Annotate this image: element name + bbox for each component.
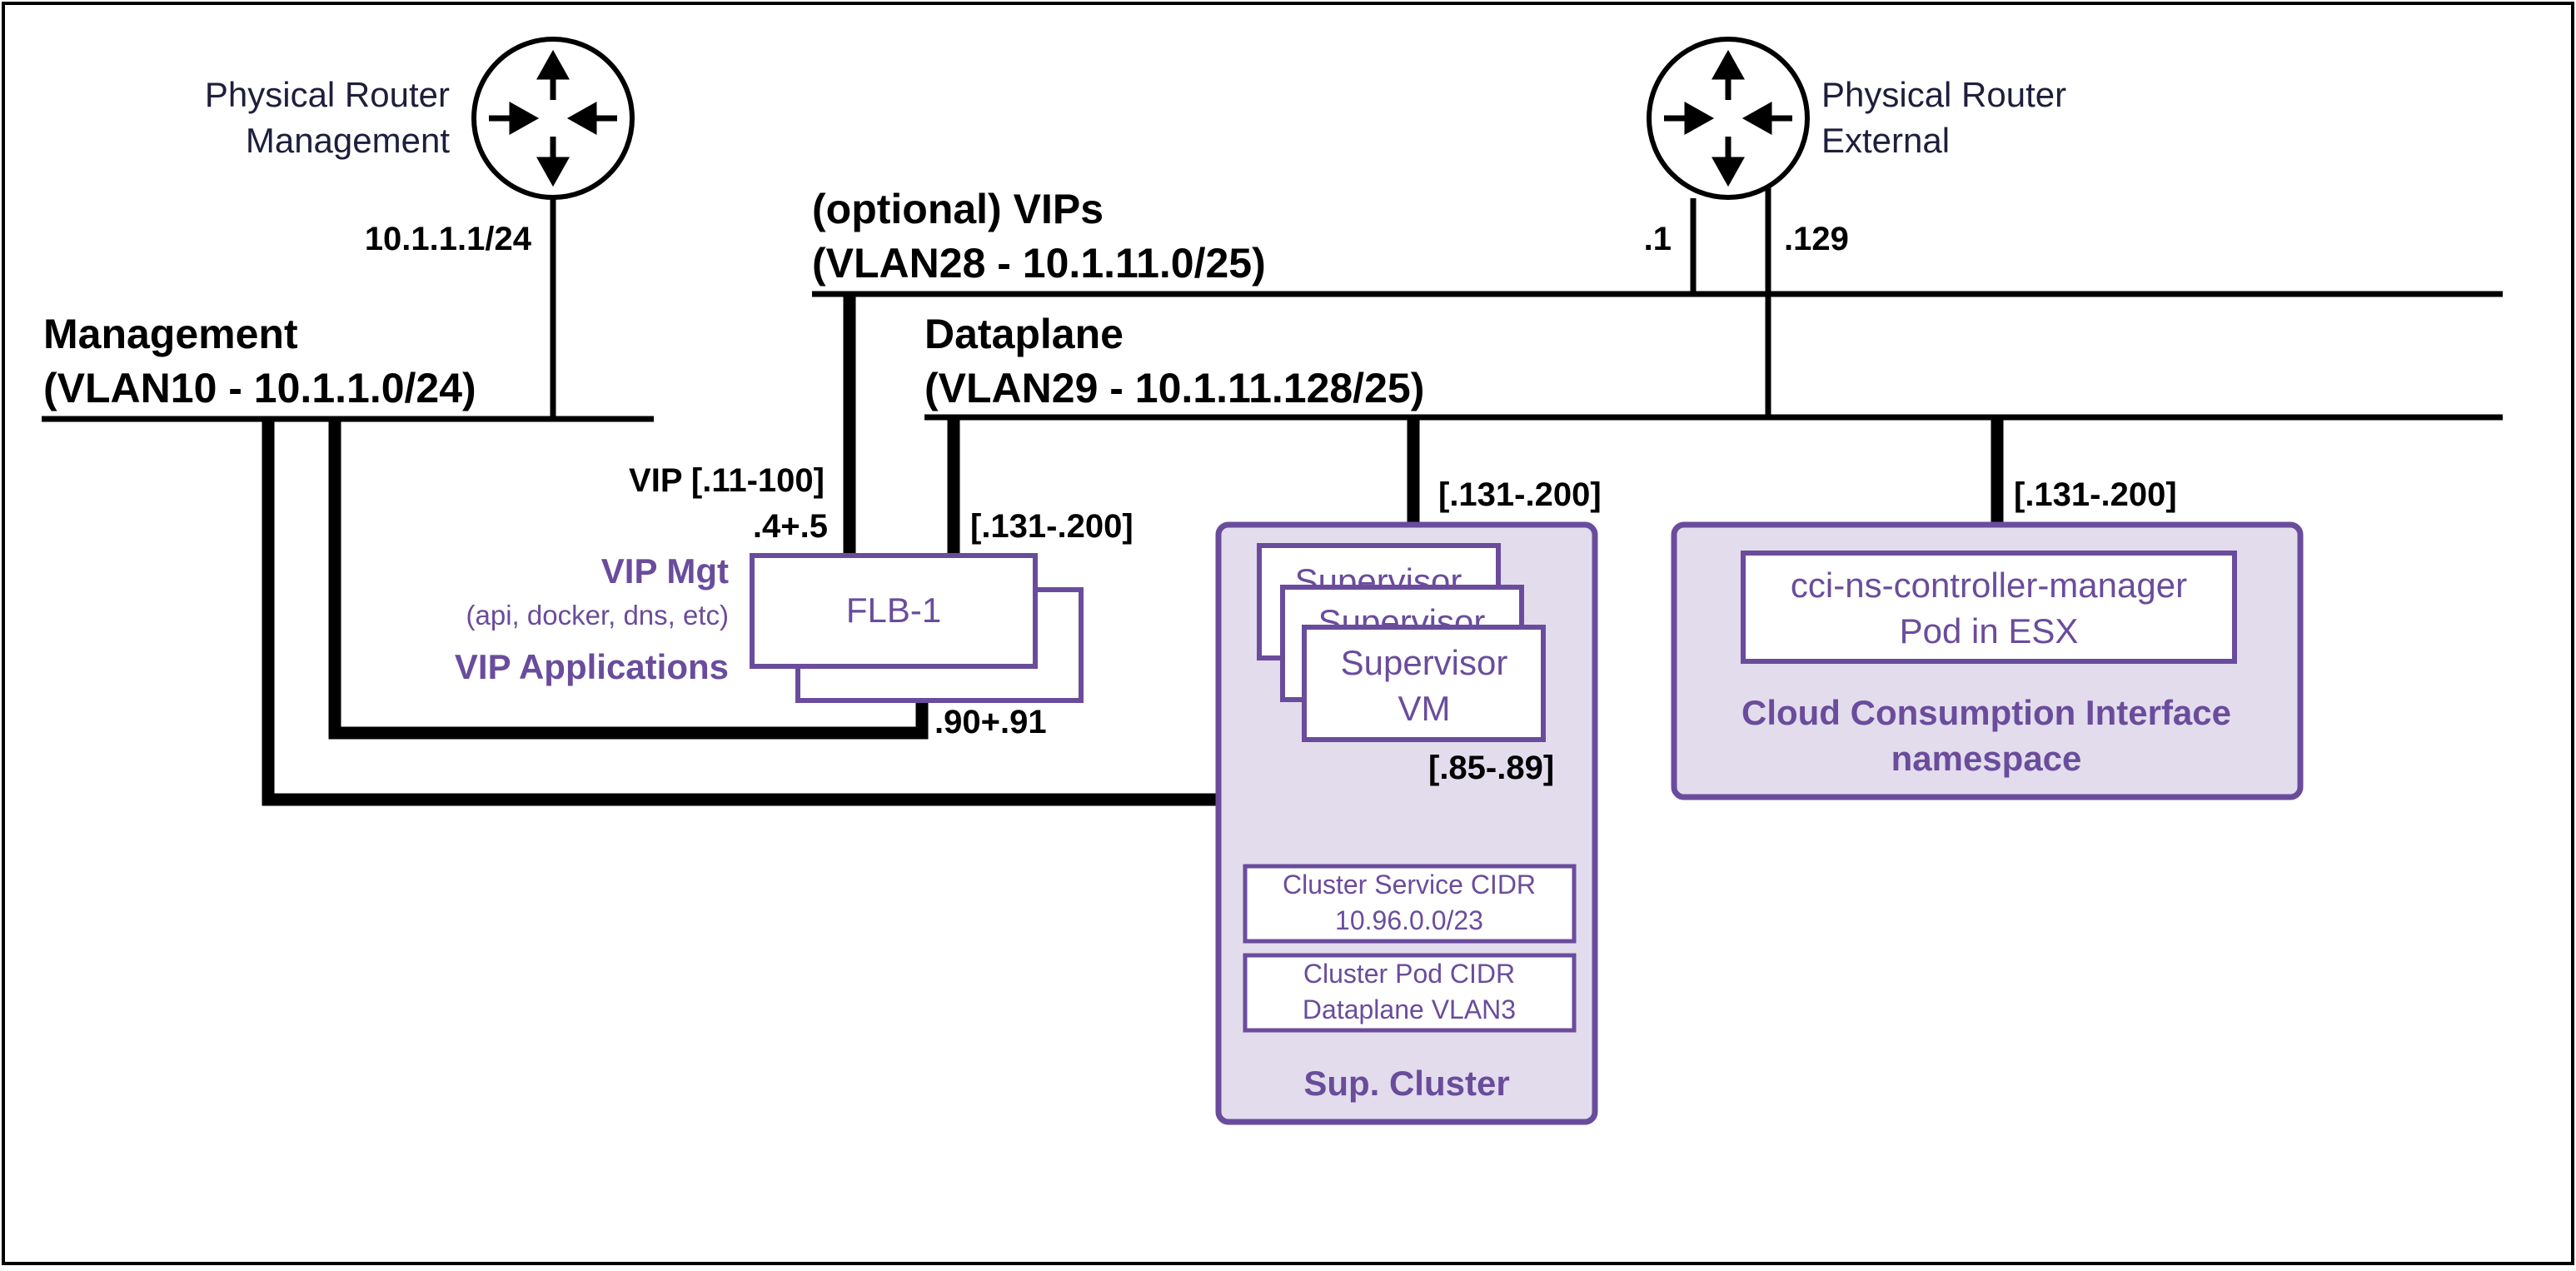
mgmt-router-ip: 10.1.1.1/24: [365, 221, 532, 257]
supervisor-vm-3-label-line2: VM: [1398, 689, 1451, 728]
router-management: [471, 37, 635, 200]
dataplane-network-name: Dataplane: [924, 311, 1124, 357]
flb-name: FLB-1: [846, 591, 941, 630]
router-icon: [471, 37, 635, 200]
supervisor-vm-3[interactable]: [1302, 625, 1546, 742]
cluster-pod-cidr-value: Dataplane VLAN3: [1303, 994, 1516, 1024]
cluster-service-cidr-value: 10.96.0.0/23: [1335, 905, 1483, 935]
vip-applications-label: VIP Applications: [455, 647, 729, 686]
cci-pod-name: cci-ns-controller-manager: [1791, 566, 2187, 605]
management-network-vlan: (VLAN10 - 10.1.1.0/24): [43, 365, 476, 411]
ext-router-label-line1: Physical Router: [1821, 75, 2066, 114]
management-network-name: Management: [43, 311, 298, 357]
cci-title-line1: Cloud Consumption Interface: [1741, 693, 2231, 732]
ext-router-label-line2: External: [1821, 121, 1950, 160]
router-external: [1647, 37, 1810, 200]
router-icon: [1647, 37, 1810, 200]
vips-network-name: (optional) VIPs: [812, 186, 1104, 232]
ext-router-ip-dataplane: .129: [1784, 221, 1849, 257]
flb-mgmt-ips: .4+.5: [753, 508, 828, 545]
mgmt-to-flb-link: [328, 419, 929, 740]
flb-dataplane-range: [.131-.200]: [970, 508, 1134, 545]
dataplane-network-vlan: (VLAN29 - 10.1.11.128/25): [924, 365, 1424, 411]
cluster-pod-cidr-title: Cluster Pod CIDR: [1303, 959, 1515, 989]
cci-pod-location: Pod in ESX: [1900, 611, 2079, 650]
cluster-service-cidr-title: Cluster Service CIDR: [1283, 870, 1536, 900]
cci-title-line2: namespace: [1891, 739, 2082, 778]
supervisor-vm-3-label-line1: Supervisor: [1341, 643, 1508, 682]
supervisor-cluster-title: Sup. Cluster: [1303, 1064, 1509, 1103]
mgmt-router-label-line1: Physical Router: [205, 75, 450, 114]
cci-dataplane-range: [.131-.200]: [2014, 476, 2177, 513]
flb-box[interactable]: [750, 553, 1038, 669]
supervisor-mgmt-range: [.85-.89]: [1428, 750, 1554, 786]
vips-network-vlan: (VLAN28 - 10.1.11.0/25): [812, 240, 1266, 287]
cci-controller-pod-box[interactable]: [1741, 551, 2237, 664]
flb-bottom-ips: .90+.91: [934, 704, 1047, 740]
flb-vip-range: VIP [.11-100]: [629, 462, 825, 499]
vip-mgt-subtitle: (api, docker, dns, etc): [466, 600, 729, 631]
mgmt-router-label-line2: Management: [246, 121, 450, 160]
supervisor-dataplane-range: [.131-.200]: [1438, 476, 1602, 513]
vip-mgt-title: VIP Mgt: [601, 551, 729, 591]
ext-router-ip-vips: .1: [1644, 221, 1672, 257]
cluster-service-cidr-box: [1243, 864, 1577, 944]
cluster-pod-cidr-box: [1243, 953, 1577, 1033]
